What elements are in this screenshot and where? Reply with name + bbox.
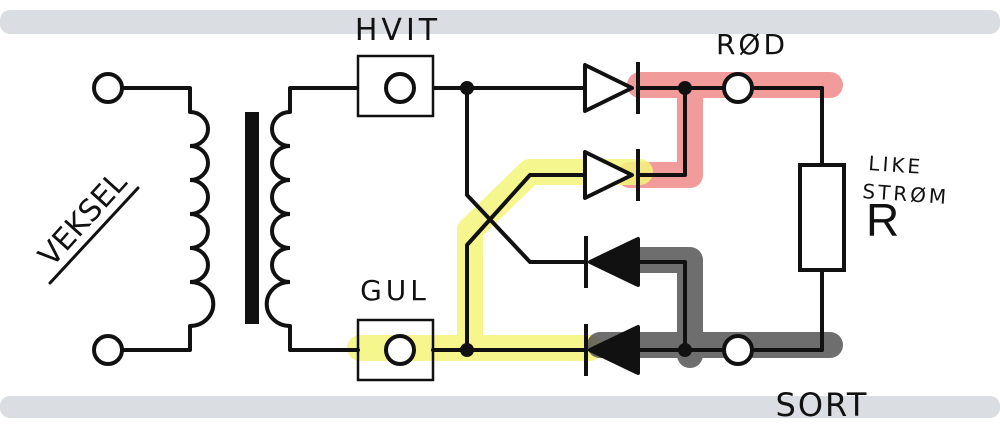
black-terminal bbox=[722, 334, 754, 366]
diode-lower-middle bbox=[584, 236, 640, 288]
diode-bottom bbox=[584, 324, 640, 376]
white-terminal-label: HVIT bbox=[355, 13, 441, 48]
resistor bbox=[798, 163, 846, 272]
transformer-core bbox=[245, 112, 259, 324]
resistor-label: R bbox=[866, 194, 899, 246]
diode-top bbox=[583, 62, 640, 114]
junction-dots bbox=[460, 81, 692, 357]
top-band bbox=[0, 10, 1000, 34]
bottom-band bbox=[0, 396, 1000, 418]
primary-coil bbox=[189, 110, 216, 328]
ac-terminal-top bbox=[92, 72, 124, 104]
wires bbox=[118, 86, 824, 352]
yellow-terminal-label: GUL bbox=[360, 274, 430, 307]
ac-underline bbox=[48, 186, 140, 285]
junction-dot bbox=[678, 343, 692, 357]
diode-upper-middle bbox=[583, 149, 640, 201]
ac-label: VEKSEL bbox=[32, 165, 134, 273]
dc-label-line1: LIKE bbox=[868, 151, 924, 179]
secondary-coil bbox=[264, 110, 291, 328]
ac-terminal-bottom bbox=[92, 334, 124, 366]
yellow-terminal bbox=[356, 318, 435, 382]
red-terminal-label: RØD bbox=[716, 28, 788, 61]
junction-dot bbox=[678, 81, 692, 95]
white-terminal bbox=[356, 54, 435, 118]
junction-dot bbox=[460, 81, 474, 95]
black-terminal-label: SORT bbox=[776, 386, 869, 424]
red-terminal bbox=[722, 72, 754, 104]
junction-dot bbox=[460, 343, 474, 357]
transformer bbox=[189, 110, 291, 328]
